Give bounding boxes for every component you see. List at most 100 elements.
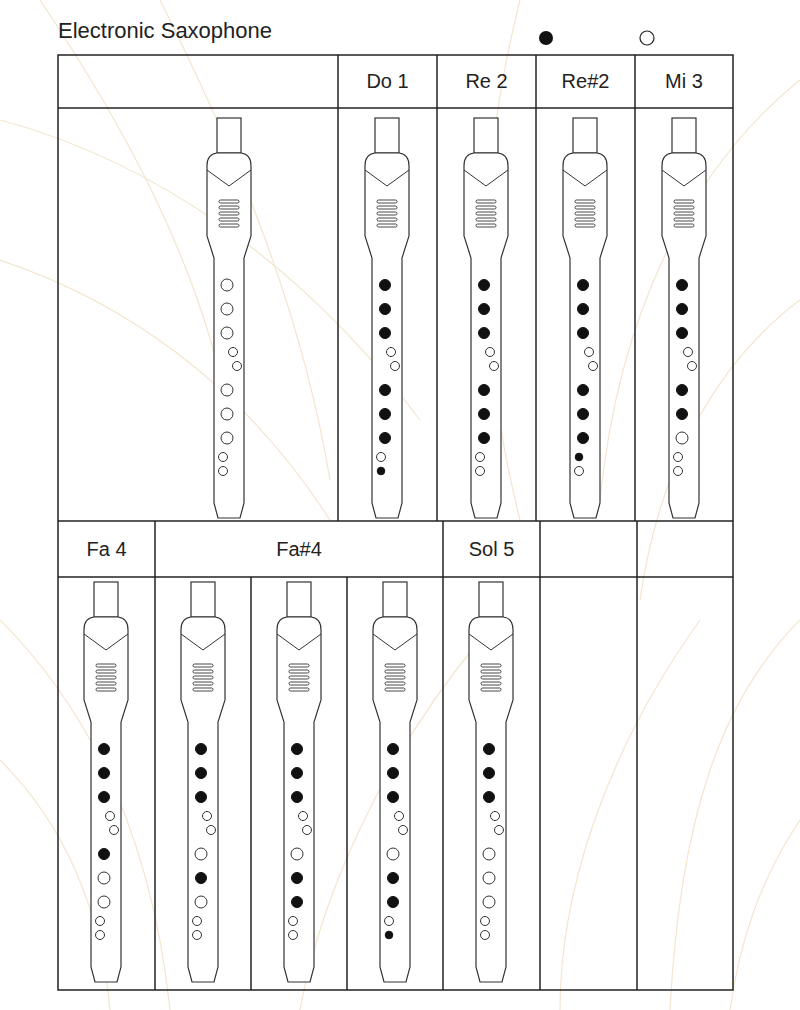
open-hole — [299, 812, 308, 821]
open-hole — [585, 348, 594, 357]
body-chevron — [464, 170, 508, 186]
closed-hole — [479, 304, 490, 315]
closed-hole — [578, 328, 589, 339]
speaker-grill — [219, 200, 239, 203]
open-hole — [491, 812, 500, 821]
saxophone-body — [84, 617, 128, 982]
open-hole — [481, 917, 490, 926]
open-hole — [688, 362, 697, 371]
body-chevron — [84, 634, 128, 650]
closed-hole — [677, 280, 688, 291]
closed-hole — [479, 280, 490, 291]
closed-hole — [677, 385, 688, 396]
closed-hole — [380, 304, 391, 315]
saxophone-body — [373, 617, 417, 982]
speaker-grill — [193, 670, 213, 673]
speaker-grill — [289, 688, 309, 691]
mouthpiece — [573, 118, 597, 153]
speaker-grill — [377, 200, 397, 203]
column-header: Re 2 — [437, 55, 536, 108]
open-hole — [233, 362, 242, 371]
closed-hole — [196, 744, 207, 755]
open-hole-sample — [640, 31, 654, 45]
column-header: Do 1 — [338, 55, 437, 108]
row-line — [58, 576, 733, 578]
open-hole — [221, 303, 233, 315]
saxophone-body — [181, 617, 225, 982]
open-hole — [219, 453, 228, 462]
column-header: Sol 5 — [443, 521, 540, 577]
saxophone-body — [662, 153, 706, 518]
column-line — [250, 577, 252, 990]
speaker-grill — [476, 206, 496, 209]
speaker-grill — [385, 676, 405, 679]
speaker-grill — [481, 670, 501, 673]
speaker-grill — [289, 682, 309, 685]
closed-hole — [99, 768, 110, 779]
open-hole — [221, 327, 233, 339]
open-hole — [391, 362, 400, 371]
closed-hole — [292, 792, 303, 803]
speaker-grill — [476, 218, 496, 221]
open-hole — [106, 812, 115, 821]
body-chevron — [277, 634, 321, 650]
speaker-grill — [289, 670, 309, 673]
closed-hole — [677, 409, 688, 420]
closed-hole — [99, 744, 110, 755]
closed-hole — [99, 849, 110, 860]
closed-hole — [377, 467, 385, 475]
column-line — [337, 55, 339, 521]
speaker-grill — [289, 676, 309, 679]
mouthpiece — [191, 582, 215, 617]
closed-hole — [380, 328, 391, 339]
closed-hole — [196, 792, 207, 803]
speaker-grill — [575, 224, 595, 227]
speaker-grill — [96, 682, 116, 685]
open-hole — [289, 917, 298, 926]
speaker-grill — [377, 212, 397, 215]
closed-hole — [578, 280, 589, 291]
open-hole — [483, 848, 495, 860]
speaker-grill — [575, 218, 595, 221]
open-hole — [575, 467, 584, 476]
closed-hole — [578, 385, 589, 396]
speaker-grill — [193, 682, 213, 685]
open-hole — [490, 362, 499, 371]
open-hole — [476, 453, 485, 462]
speaker-grill — [385, 682, 405, 685]
closed-hole — [479, 328, 490, 339]
open-hole — [193, 931, 202, 940]
closed-hole — [479, 385, 490, 396]
speaker-grill — [193, 688, 213, 691]
open-hole — [195, 896, 207, 908]
closed-hole — [484, 744, 495, 755]
saxophone-body — [277, 617, 321, 982]
speaker-grill — [377, 206, 397, 209]
open-hole — [674, 467, 683, 476]
closed-hole — [388, 873, 399, 884]
column-header: Re#2 — [536, 55, 635, 108]
column-line — [436, 55, 438, 521]
speaker-grill — [674, 212, 694, 215]
mouthpiece — [479, 582, 503, 617]
open-hole — [203, 812, 212, 821]
speaker-grill — [385, 670, 405, 673]
closed-hole — [578, 433, 589, 444]
open-hole — [195, 848, 207, 860]
open-hole — [221, 408, 233, 420]
speaker-grill — [96, 676, 116, 679]
open-hole — [481, 931, 490, 940]
speaker-grill — [385, 664, 405, 667]
closed-hole — [388, 768, 399, 779]
closed-hole — [196, 873, 207, 884]
body-chevron — [662, 170, 706, 186]
row-line — [58, 520, 733, 522]
open-hole — [495, 826, 504, 835]
column-header: Mi 3 — [635, 55, 733, 108]
closed-hole — [388, 792, 399, 803]
speaker-grill — [674, 224, 694, 227]
open-hole — [98, 896, 110, 908]
speaker-grill — [481, 676, 501, 679]
body-chevron — [181, 634, 225, 650]
